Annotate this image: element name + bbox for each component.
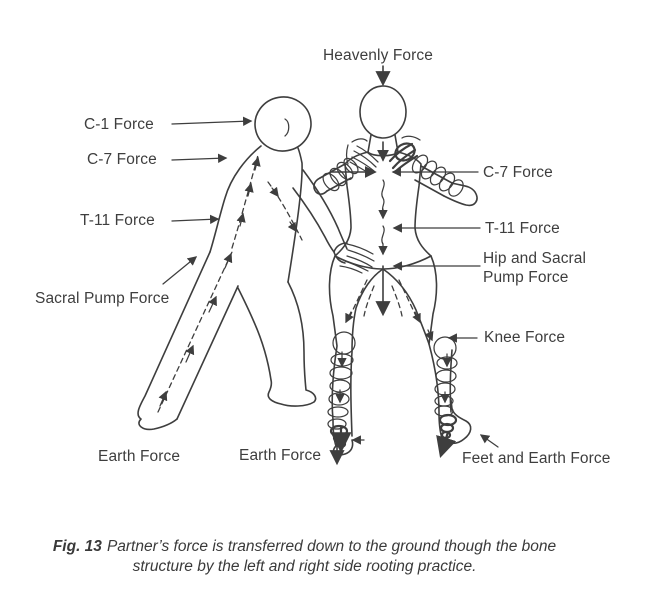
partner-arm-force-arrows [267,181,303,241]
partner-ear-line [284,118,290,137]
partner-spine-force-arrows [231,154,261,249]
force-arrows [329,65,457,466]
label-knee-force: Knee Force [484,329,566,346]
c1-leader [171,116,253,126]
label-heavenly-force: Heavenly Force [323,47,433,64]
spine-wave-2 [381,225,385,245]
label-c7-force-right: C-7 Force [483,164,553,181]
c7-left-leader [171,153,228,163]
label-t11-force-left: T-11 Force [80,212,155,229]
label-earth-force-center: Earth Force [239,447,322,464]
practitioner-left-arm [313,138,379,195]
practitioner-figure [313,85,478,456]
partner-figure [137,96,317,431]
label-t11-force-right: T-11 Force [485,220,560,237]
label-c1-force: C-1 Force [84,116,154,133]
partner-pushing-arm [267,169,375,274]
figure-caption-line1: Partner’s force is transferred down to t… [106,538,557,555]
feet-earth-leader [479,434,499,448]
sacral-pump-leader [162,256,198,285]
label-leader-lines [162,116,499,448]
label-sacral-pump-force: Sacral Pump Force [35,290,170,307]
spine-wave-1 [381,179,385,212]
label-hip-sacral-pump-force: Hip and Sacral Pump Force [483,250,587,286]
right-foot-ground-arrow [436,430,457,458]
t11-left-leader [171,214,220,225]
label-c7-force-left: C-7 Force [87,151,157,168]
label-feet-earth-force: Feet and Earth Force [462,450,611,467]
figure-caption-line2: structure by the left and right side roo… [132,557,477,575]
leg-spiral-windings [327,331,458,430]
partner-leg-force-arrows [157,251,233,413]
figure-caption-number: Fig. 13 [52,538,102,555]
label-earth-force-left: Earth Force [98,448,181,465]
